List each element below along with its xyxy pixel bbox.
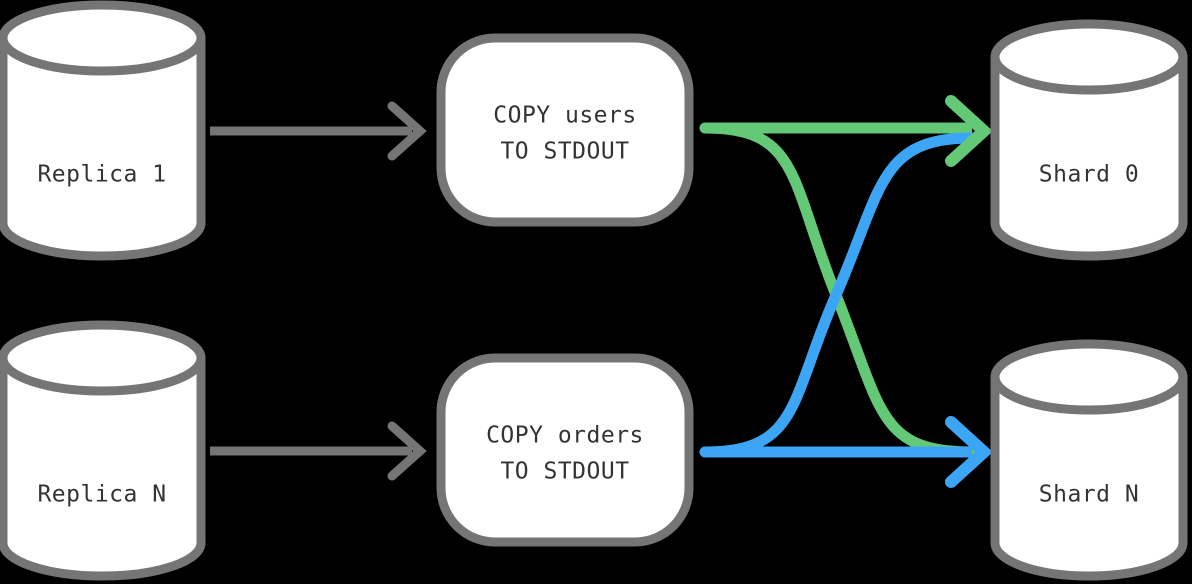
arrowhead-green-icon [945, 95, 993, 167]
node-label: Shard 0 [1039, 162, 1139, 188]
flow-replica-1-to-copy-users [210, 101, 427, 161]
cylinder-top [990, 19, 1188, 95]
arrowhead-blue-icon [945, 416, 993, 488]
node-replica-n[interactable]: Replica N [0, 320, 206, 581]
node-label: Replica 1 [37, 162, 166, 188]
flow-replica-n-to-copy-orders [210, 421, 427, 481]
node-copy-orders[interactable]: COPY orders TO STDOUT [436, 353, 694, 547]
cylinder-body [990, 52, 1188, 261]
node-shard-n[interactable]: Shard N [990, 339, 1188, 581]
node-replica-1[interactable]: Replica 1 [0, 0, 206, 261]
process-label-line2: TO STDOUT [500, 459, 629, 485]
node-copy-users[interactable]: COPY users TO STDOUT [436, 33, 694, 227]
cylinder-top [0, 320, 206, 396]
process-label-line2: TO STDOUT [500, 139, 629, 165]
cylinder-body [0, 353, 206, 581]
process-box [436, 33, 694, 227]
arrowhead-icon [387, 421, 427, 481]
process-box [436, 353, 694, 547]
flow-curve-blue [699, 132, 978, 458]
node-label: Replica N [37, 482, 166, 508]
cylinder-top [990, 339, 1188, 415]
cylinder-body [0, 33, 206, 261]
flow-copy-orders-to-shard-0 [699, 132, 978, 458]
cylinder-top [0, 0, 206, 76]
cylinder-body [990, 372, 1188, 581]
node-label: Shard N [1039, 482, 1139, 508]
process-label-line1: COPY orders [486, 423, 644, 449]
arrowhead-icon [387, 101, 427, 161]
node-shard-0[interactable]: Shard 0 [990, 19, 1188, 261]
process-label-line1: COPY users [493, 103, 636, 129]
